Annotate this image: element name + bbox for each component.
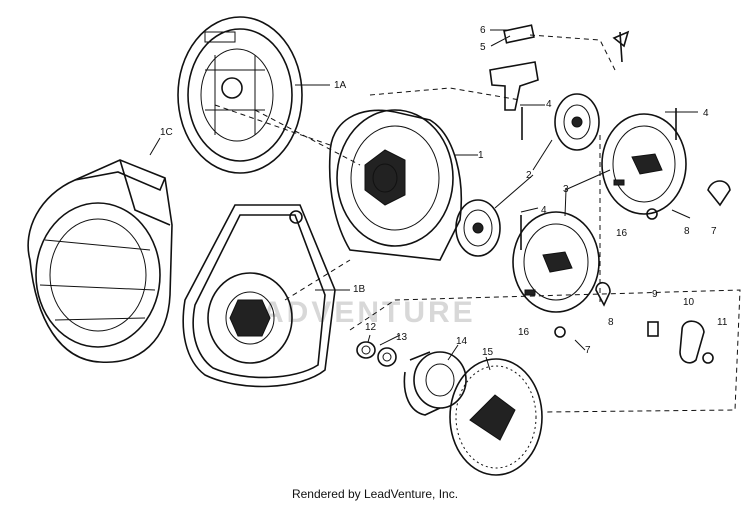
label-15: 15 — [482, 347, 494, 358]
cup-14 — [403, 351, 467, 416]
label-5: 5 — [480, 42, 486, 53]
label-1b: 1B — [353, 284, 366, 295]
label-3: 3 — [563, 184, 569, 195]
label-16-lower: 16 — [518, 327, 530, 338]
watermark-text: ADVENTURE — [262, 296, 476, 329]
starter-housing-1b — [182, 204, 336, 388]
washer-13 — [377, 347, 397, 367]
label-12: 12 — [365, 322, 377, 333]
footer-credit: Rendered by LeadVenture, Inc. — [291, 487, 459, 501]
label-2: 2 — [526, 170, 532, 181]
label-8-lower: 8 — [608, 317, 614, 328]
label-1a: 1A — [334, 80, 347, 91]
label-16-upper: 16 — [616, 228, 628, 239]
label-4-upper-right: 4 — [703, 108, 709, 119]
nut-12 — [356, 341, 376, 359]
label-4-lower: 4 — [541, 205, 547, 216]
rope-4 — [520, 107, 677, 250]
label-10: 10 — [683, 297, 695, 308]
label-13: 13 — [396, 332, 408, 343]
label-6: 6 — [480, 25, 486, 36]
label-4-upper-left: 4 — [546, 99, 552, 110]
label-9: 9 — [652, 289, 658, 300]
handle-5 — [489, 24, 630, 111]
parts-9-11 — [647, 320, 714, 364]
blower-housing-1c — [27, 159, 173, 363]
pawls-7-8 — [554, 180, 731, 351]
label-1c: 1C — [160, 127, 173, 138]
starter-housing-1a — [177, 16, 303, 174]
label-7-lower: 7 — [585, 345, 591, 356]
assembly-lines — [214, 34, 741, 413]
pulley-housing-1 — [328, 109, 463, 261]
pulley-3-upper — [601, 113, 687, 215]
label-1: 1 — [478, 150, 484, 161]
label-8-upper: 8 — [684, 226, 690, 237]
label-11: 11 — [717, 317, 728, 328]
leader-lines — [149, 29, 698, 371]
screen-15 — [449, 358, 543, 476]
spring-2 — [455, 93, 600, 257]
pulley-3-lower — [512, 211, 600, 313]
part-labels: 1A 1C 1B 1 2 3 4 4 4 5 6 7 7 8 8 9 10 11… — [160, 25, 728, 358]
label-14: 14 — [456, 336, 468, 347]
label-7-upper: 7 — [711, 226, 717, 237]
